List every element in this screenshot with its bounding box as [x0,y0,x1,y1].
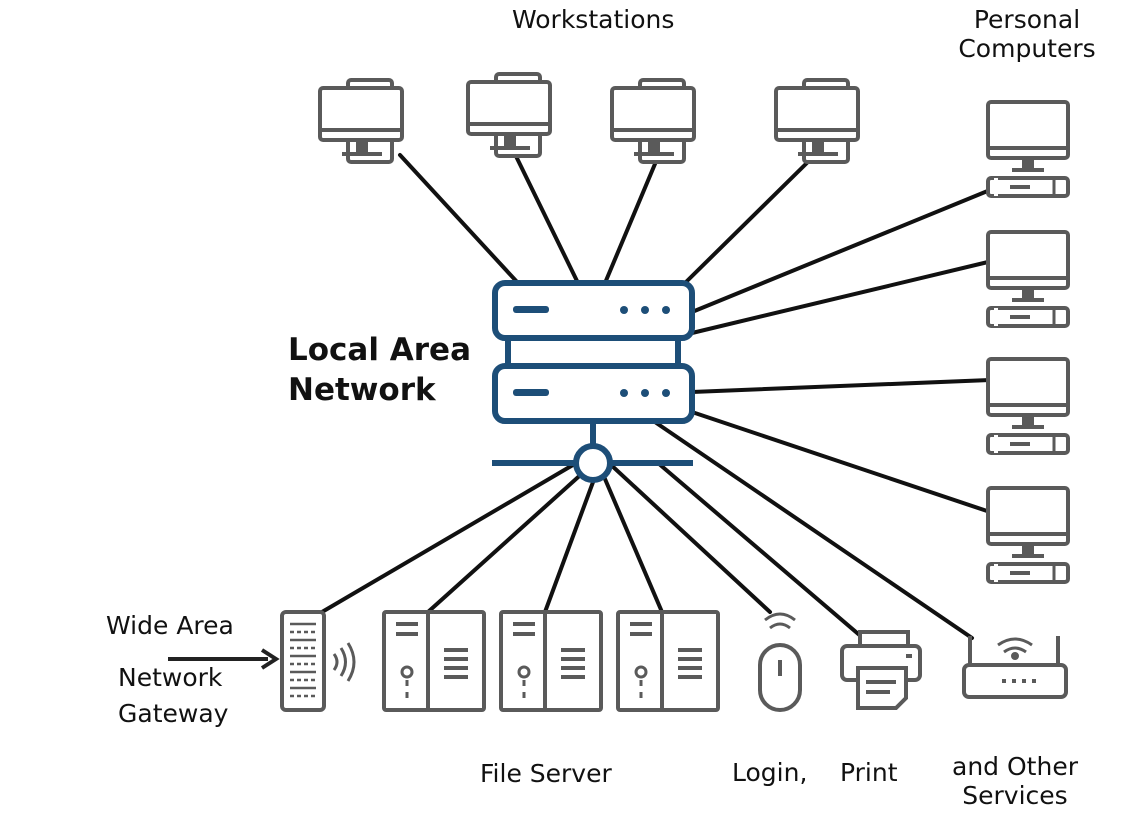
wireless-mouse-icon [758,612,802,712]
other-services-label: and Other Services [930,752,1100,811]
lan-label-line1: Local Area [288,332,471,368]
other-services-line2: Services [962,780,1068,810]
monitor-desktop-icon [986,357,1070,455]
monitor-desktop-icon [986,100,1070,198]
wan-label-line3: Gateway [118,699,229,728]
link-workstation-2 [510,146,580,285]
wan-label-line1: Wide Area [106,611,234,640]
server-cabinet-icon [616,610,720,712]
desktop-tower-icon [318,78,404,164]
server-cabinet-icon [499,610,603,712]
desktop-tower-icon [466,72,552,158]
wireless-gateway-icon [168,610,356,712]
link-file-server-2 [543,472,598,614]
link-gateway [320,460,580,614]
monitor-desktop-icon [986,486,1070,584]
link-workstation-1 [398,153,520,285]
lan-label-line2: Network [288,371,436,408]
link-pc-2 [690,260,990,335]
monitor-desktop-icon [986,230,1070,328]
wifi-router-icon [962,636,1068,699]
link-pc-4 [690,410,992,514]
file-server-label: File Server [480,759,612,788]
workstations-label: Workstations [512,5,675,34]
lan-label: Local Area Network [288,332,471,408]
personal-computers-line2: Computers [958,33,1096,63]
login-label: Login, [732,758,808,787]
link-pc-1 [690,188,992,314]
hub-indicators [513,306,670,397]
link-workstation-4 [683,150,820,285]
personal-computers-line1: Personal [973,5,1081,34]
server-rack-icon [492,280,695,483]
print-label: Print [840,758,898,787]
personal-computers-label: Personal Computers [942,5,1112,64]
link-login [608,462,772,614]
link-printer [656,461,872,646]
connection-lines [320,146,992,646]
desktop-tower-icon [610,78,696,164]
link-file-server-1 [426,468,588,614]
link-pc-3 [690,378,992,394]
link-router [650,418,974,640]
other-services-line1: and Other [952,752,1078,781]
link-workstation-3 [603,150,662,285]
wan-label-line2: Network [118,663,223,692]
server-cabinet-icon [382,610,486,712]
printer-icon [840,630,922,710]
desktop-tower-icon [774,78,860,164]
link-file-server-3 [600,470,664,614]
